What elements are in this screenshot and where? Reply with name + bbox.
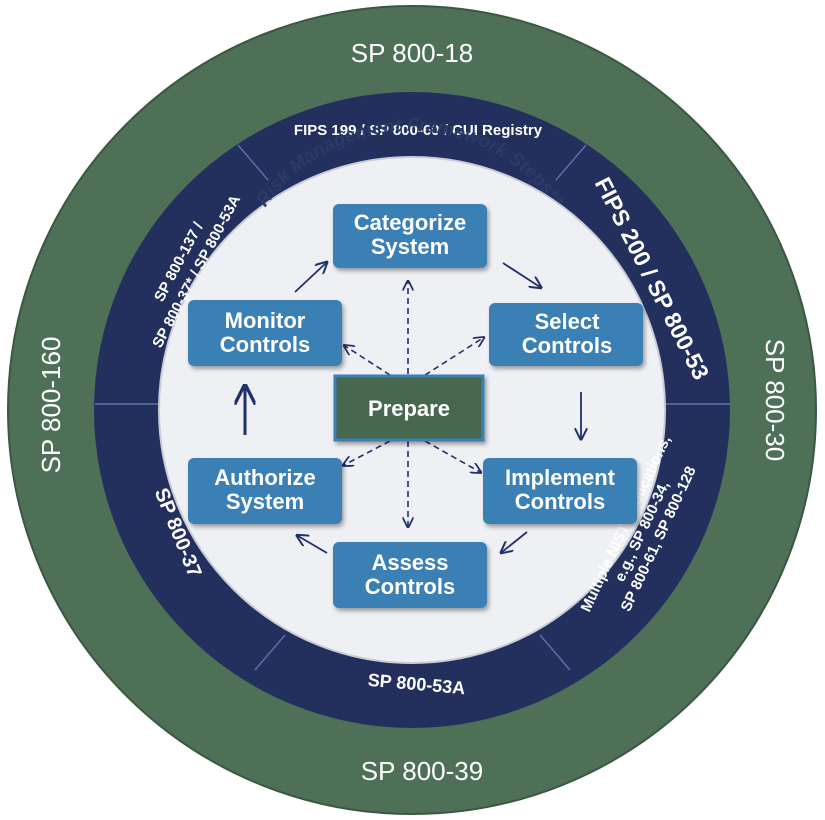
step-prepare-label: Prepare <box>368 396 450 421</box>
arrow-categorize-to-select <box>502 262 540 287</box>
step-authorize: Authorize System <box>188 458 342 524</box>
step-authorize-line1: Authorize <box>214 465 315 490</box>
step-prepare: Prepare <box>333 374 485 442</box>
step-monitor-line1: Monitor <box>225 308 306 333</box>
ring-dividers <box>95 144 730 671</box>
cycle-arrows <box>245 263 581 553</box>
step-select-line1: Select <box>535 309 600 334</box>
step-authorize-line2: System <box>226 489 304 514</box>
step-select-line2: Controls <box>522 333 612 358</box>
step-select: Select Controls <box>489 303 643 366</box>
prepare-arrow-upper-left <box>345 346 391 376</box>
step-monitor-line2: Controls <box>220 332 310 357</box>
step-assess-line2: Controls <box>365 574 455 599</box>
step-implement-line2: Controls <box>515 489 605 514</box>
step-categorize-line2: System <box>371 234 449 259</box>
step-monitor: Monitor Controls <box>188 300 342 366</box>
inner-label-top: FIPS 199 / SP 800-60 / CUI Registry <box>294 122 543 139</box>
outer-label-left: SP 800-160 <box>36 337 66 474</box>
step-implement-line1: Implement <box>505 465 616 490</box>
step-assess-line1: Assess <box>371 550 448 575</box>
prepare-arrow-lower-right <box>424 440 480 472</box>
step-categorize-line1: Categorize <box>354 210 466 235</box>
step-assess: Assess Controls <box>333 542 487 608</box>
outer-label-bottom: SP 800-39 <box>361 756 483 786</box>
outer-label-top: SP 800-18 <box>351 38 473 68</box>
arrow-implement-to-assess <box>502 531 528 552</box>
arrow-assess-to-authorize <box>298 536 328 554</box>
step-implement: Implement Controls <box>483 458 637 524</box>
prepare-arrow-upper-right <box>424 338 483 376</box>
step-categorize: Categorize System <box>333 204 487 268</box>
prepare-arrow-lower-left <box>344 440 391 465</box>
outer-label-right: SP 800-30 <box>760 339 790 461</box>
arrow-monitor-to-categorize <box>294 263 326 293</box>
prepare-arrows <box>344 282 483 526</box>
